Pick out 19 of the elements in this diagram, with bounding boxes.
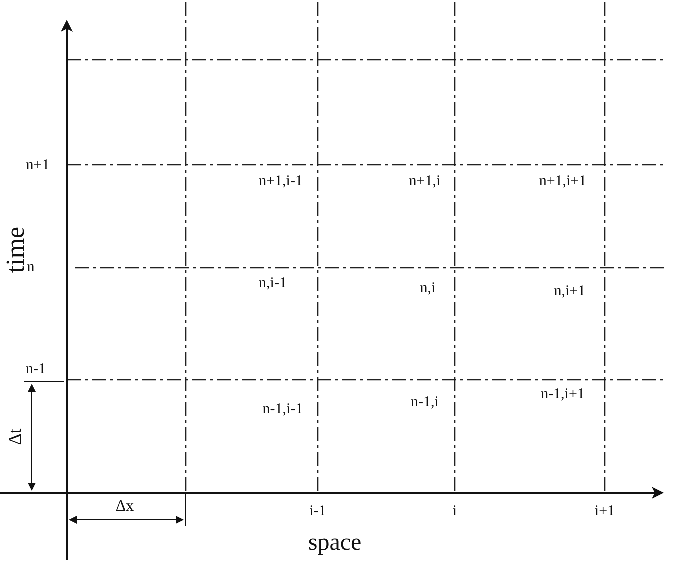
grid-label: n+1,i+1	[539, 174, 587, 190]
grid-label: n+1	[26, 158, 50, 174]
grid-label: n+1,i-1	[259, 174, 303, 190]
grid-label: n-1,i	[411, 396, 439, 410]
axis-title: Δt	[6, 428, 24, 446]
grid-label: n,i	[420, 282, 436, 296]
grid-label: n,i-1	[259, 276, 287, 292]
grid-label: n	[27, 260, 35, 276]
grid-label: n-1	[26, 362, 46, 378]
grid-label: i-1	[310, 504, 326, 520]
grid-label: i+1	[594, 504, 616, 520]
grid-label: n-1,i+1	[541, 388, 585, 402]
grid-label: n-1,i-1	[262, 402, 304, 418]
axis-title: time	[3, 226, 29, 274]
grid-label: space	[308, 531, 362, 555]
grid-label: i	[452, 504, 458, 520]
grid-label: n+1,i	[409, 174, 441, 190]
grid-label: Δx	[116, 499, 134, 515]
grid-label: n,i+1	[554, 284, 586, 300]
